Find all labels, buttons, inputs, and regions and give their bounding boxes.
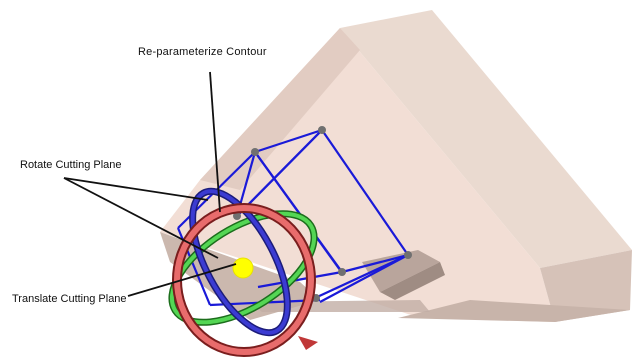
solid-front-face (160, 28, 555, 322)
translate-handle-icon[interactable] (232, 257, 254, 279)
ring-red-arrow (298, 336, 318, 350)
control-node-icon[interactable] (404, 251, 412, 259)
leader-rotate-2 (63, 177, 219, 259)
solid-notch-dark (380, 262, 445, 300)
leader-lines (63, 71, 237, 297)
contour-edge-7 (319, 254, 409, 303)
control-node-icon[interactable] (318, 126, 326, 134)
rotate-cutting-plane-label: Rotate Cutting Plane (20, 159, 122, 171)
rotate-ring-icon[interactable] (154, 177, 332, 357)
solid-end-face (398, 300, 630, 322)
contour-edge-8 (254, 151, 341, 271)
translate-cutting-plane-label: Translate Cutting Plane (12, 293, 127, 305)
control-nodes (233, 126, 412, 302)
contour-edge-3 (257, 270, 343, 289)
solid-top-face (340, 10, 632, 268)
solid-notch (362, 250, 440, 292)
leader-reparameterize (209, 71, 221, 213)
reparameterize-contour-label: Re-parameterize Contour (138, 46, 267, 58)
leader-rotate-1 (63, 177, 209, 201)
solid-bottom-face (540, 250, 632, 322)
control-node-icon[interactable] (251, 148, 259, 156)
control-node-icon[interactable] (233, 212, 241, 220)
solid-ledge (250, 300, 430, 312)
contour-edge-5 (236, 129, 323, 217)
control-node-icon[interactable] (338, 268, 346, 276)
solid-left-shade (200, 28, 360, 190)
leader-translate (127, 263, 237, 297)
